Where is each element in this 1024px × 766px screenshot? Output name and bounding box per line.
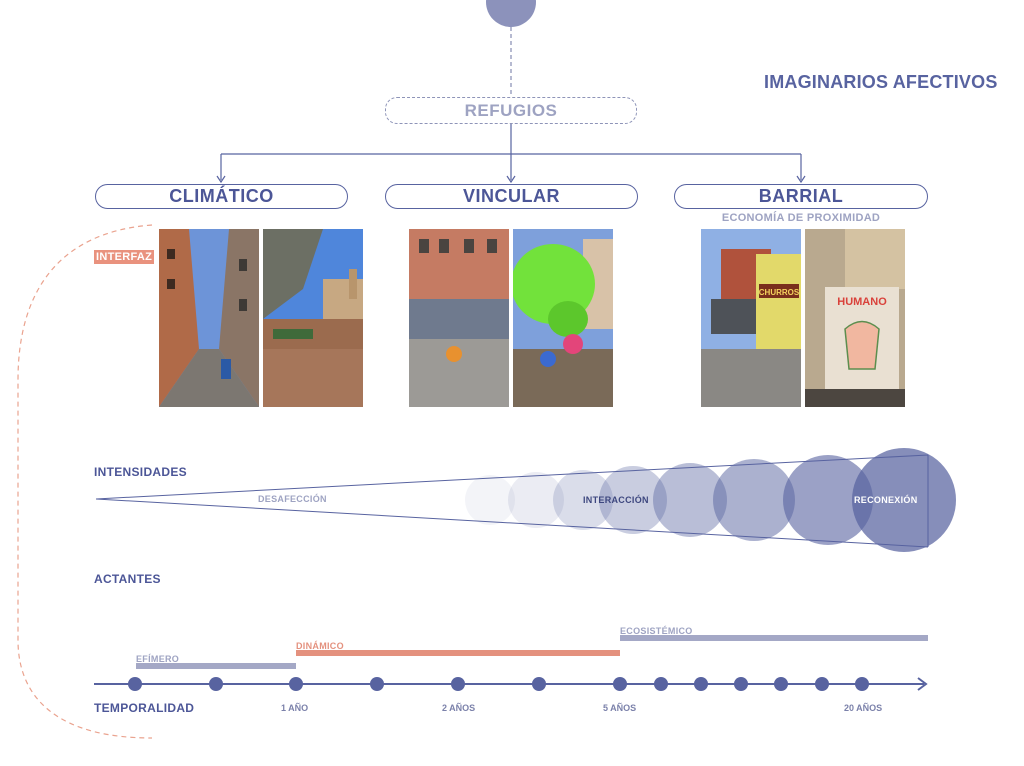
page-title: IMAGINARIOS AFECTIVOS	[764, 72, 998, 92]
wedge-top	[95, 454, 929, 500]
timeline-point	[855, 677, 869, 691]
timeline-point	[532, 677, 546, 691]
actant-label-efimero: EFÍMERO	[136, 654, 180, 664]
intensity-circle-4	[599, 466, 667, 534]
time-tick-5-anos: 5 AÑOS	[603, 703, 637, 713]
time-tick-2-anos: 2 AÑOS	[442, 703, 476, 713]
timeline-point	[734, 677, 748, 691]
interfaz-tag: INTERFAZ	[94, 250, 155, 264]
arrowhead-right	[796, 175, 806, 184]
actant-label-ecosistemico: ECOSISTÉMICO	[620, 626, 693, 636]
photo-vincular-gathering	[409, 229, 509, 407]
interfaz-bracket	[17, 224, 153, 739]
arrowhead-left	[216, 175, 226, 184]
arrowhead-center	[506, 175, 516, 184]
actant-bar-dinamico	[296, 650, 620, 656]
timeline-point	[451, 677, 465, 691]
timeline-point	[815, 677, 829, 691]
intensity-label-desafeccion: DESAFECCIÓN	[258, 494, 327, 504]
timeline-arrowhead	[917, 677, 928, 691]
time-tick-1-ano: 1 AÑO	[281, 703, 309, 713]
photo-barrial-churros-stand: CHURROS	[701, 229, 801, 407]
timeline-point	[209, 677, 223, 691]
intensity-circle-7	[783, 455, 873, 545]
photo-climatico-street	[159, 229, 259, 407]
timeline-point	[370, 677, 384, 691]
wedge-bottom	[95, 498, 929, 548]
timeline-point	[694, 677, 708, 691]
intensity-circle-6	[713, 459, 795, 541]
photo-vincular-green-figure	[513, 229, 613, 407]
category-vincular: VINCULAR	[385, 184, 638, 209]
timeline-point	[774, 677, 788, 691]
actant-bar-ecosistemico	[620, 635, 928, 641]
actant-label-dinamico: DINÁMICO	[296, 641, 344, 651]
intensity-circle-1	[465, 475, 515, 525]
photo-barrial-humano-poster: HUMANO	[805, 229, 905, 407]
category-barrial: BARRIAL	[674, 184, 928, 209]
intensity-circle-8	[852, 448, 956, 552]
category-barrial-subtitle: ECONOMÍA DE PROXIMIDAD	[721, 212, 881, 224]
photo-climatico-terrace	[263, 229, 363, 407]
category-climatico: CLIMÁTICO	[95, 184, 348, 209]
timeline-point	[128, 677, 142, 691]
root-node-circle	[486, 0, 536, 27]
timeline-point	[654, 677, 668, 691]
intensity-label-reconexion: RECONEXIÓN	[854, 495, 918, 505]
intensity-circle-5	[653, 463, 727, 537]
intensity-circle-2	[508, 472, 564, 528]
poster-text: HUMANO	[837, 296, 887, 308]
row-label-temporalidad: TEMPORALIDAD	[94, 701, 195, 715]
timeline-point	[289, 677, 303, 691]
row-label-actantes: ACTANTES	[94, 572, 161, 586]
intensity-label-interaccion: INTERACCIÓN	[583, 495, 649, 505]
time-tick-20-anos: 20 AÑOS	[844, 703, 883, 713]
timeline-point	[613, 677, 627, 691]
row-label-intensidades: INTENSIDADES	[94, 465, 187, 479]
actant-bar-efimero	[136, 663, 296, 669]
churros-sign-text: CHURROS	[759, 288, 800, 297]
intensity-circle-3	[553, 470, 613, 530]
refugios-node: REFUGIOS	[385, 97, 637, 124]
timeline-points	[128, 677, 869, 691]
